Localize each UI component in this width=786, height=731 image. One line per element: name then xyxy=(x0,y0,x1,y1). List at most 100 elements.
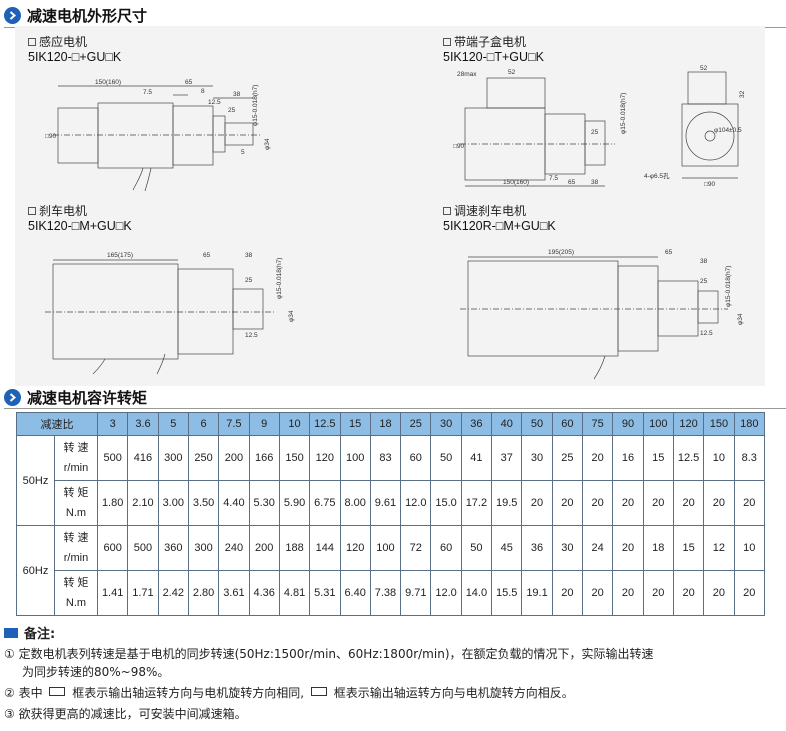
value-cell: 15 xyxy=(642,435,674,481)
value-cell: 2.80 xyxy=(187,570,220,616)
ratio-cell: 60 xyxy=(551,412,584,436)
dim-label: 38 xyxy=(233,91,241,98)
value-cell: 4.40 xyxy=(218,480,250,526)
value-cell: 20 xyxy=(551,480,584,526)
value-cell: 150 xyxy=(278,435,311,481)
value-cell: 188 xyxy=(278,525,311,571)
value-cell: 100 xyxy=(369,525,402,571)
value-cell: 6.75 xyxy=(309,480,341,526)
row-label: 转 速 xyxy=(63,532,89,544)
square-bullet-icon xyxy=(4,627,18,638)
drawing-caption-1: 感应电机 5IK120-□+GU□K xyxy=(28,35,121,65)
drawing-speed-brake-motor: 195(205) 65 38 25 12.5 φ15-0.018(h7) φ34 xyxy=(460,249,744,380)
drawing-caption-3: 刹车电机 5IK120-□M+GU□K xyxy=(28,204,132,234)
dim-label: 32 xyxy=(739,90,746,98)
dim-label: 25 xyxy=(245,277,253,284)
ratio-cell: 12.5 xyxy=(309,412,341,436)
value-cell: 41 xyxy=(460,435,493,481)
value-cell: 5.90 xyxy=(278,480,311,526)
ratio-cell: 18 xyxy=(369,412,402,436)
section-title-text: 减速电机容许转矩 xyxy=(27,388,148,407)
section-title-torque: 减速电机容许转矩 xyxy=(4,384,147,410)
ratio-cell: 5 xyxy=(157,412,189,436)
value-cell: 20 xyxy=(703,570,735,616)
ratio-cell: 30 xyxy=(430,412,462,436)
value-cell: 360 xyxy=(157,525,189,571)
drawing-caption-4: 调速刹车电机 5IK120R-□M+GU□K xyxy=(443,204,556,234)
value-cell: 500 xyxy=(96,435,129,481)
value-cell: 2.10 xyxy=(127,480,159,526)
value-cell: 25 xyxy=(551,435,584,481)
note-2-reverse: 框表示输出轴运转方向与电机旋转方向相反。 xyxy=(333,686,574,700)
value-cell: 19.1 xyxy=(521,570,553,616)
drawing-caption-2: 带端子盒电机 5IK120-□T+GU□K xyxy=(443,35,544,65)
ratio-cell: 10 xyxy=(278,412,311,436)
ratio-cell: 150 xyxy=(703,412,735,436)
dim-label: 52 xyxy=(700,65,708,72)
value-cell: 500 xyxy=(127,525,159,571)
value-cell: 120 xyxy=(309,435,341,481)
value-cell: 3.00 xyxy=(157,480,189,526)
value-cell: 9.71 xyxy=(400,570,432,616)
note-1: ① 定数电机表列转速是基于电机的同步转速(50Hz:1500r/min、60Hz… xyxy=(4,647,654,661)
value-cell: 12.5 xyxy=(672,435,705,481)
section-title-text: 减速电机外形尺寸 xyxy=(27,6,148,25)
value-cell: 8.3 xyxy=(733,435,766,481)
value-cell: 300 xyxy=(187,525,220,571)
ratio-cell: 7.5 xyxy=(218,412,250,436)
value-cell: 20 xyxy=(521,480,553,526)
ratio-cell: 9 xyxy=(248,412,280,436)
value-cell: 36 xyxy=(521,525,553,571)
ratio-cell: 180 xyxy=(733,412,766,436)
dim-label: φ34 xyxy=(737,313,744,325)
value-cell: 20 xyxy=(612,525,644,571)
drawing-model: 5IK120-□M+GU□K xyxy=(28,219,132,233)
value-cell: 1.80 xyxy=(96,480,129,526)
dim-label: 12.5 xyxy=(208,99,221,106)
value-cell: 20 xyxy=(672,570,705,616)
drawing-terminal-box-motor: 28max 52 150(160) 7.5 65 38 25 □90 φ15-0… xyxy=(453,69,627,187)
dim-label: □90 xyxy=(45,133,57,140)
value-cell: 60 xyxy=(430,525,462,571)
dim-label: 8 xyxy=(201,88,205,95)
value-cell: 19.5 xyxy=(491,480,523,526)
value-cell: 250 xyxy=(187,435,220,481)
frequency-cell: 50Hz xyxy=(16,435,55,526)
value-cell: 10 xyxy=(733,525,766,571)
value-cell: 100 xyxy=(339,435,371,481)
dim-label: 25 xyxy=(591,129,599,136)
dim-label: 4-φ6.5孔 xyxy=(644,172,670,180)
value-cell: 50 xyxy=(460,525,493,571)
dim-label: φ34 xyxy=(264,138,271,150)
ratio-cell: 36 xyxy=(460,412,493,436)
value-cell: 10 xyxy=(703,435,735,481)
ratio-cell: 3 xyxy=(96,412,129,436)
value-cell: 4.36 xyxy=(248,570,280,616)
value-cell: 50 xyxy=(430,435,462,481)
row-unit: r/min xyxy=(63,552,89,564)
notes-heading: 备注: xyxy=(4,623,784,642)
value-cell: 30 xyxy=(551,525,584,571)
dimension-drawings-panel: 感应电机 5IK120-□+GU□K 150(160) 65 7.5 8 12.… xyxy=(15,26,765,386)
dim-label: 65 xyxy=(665,249,673,256)
ratio-cell: 50 xyxy=(521,412,553,436)
dim-label: 12.5 xyxy=(245,332,258,339)
row-unit: N.m xyxy=(65,507,87,519)
value-cell: 15 xyxy=(672,525,705,571)
value-cell: 1.71 xyxy=(127,570,159,616)
note-2-prefix: ② 表中 xyxy=(4,686,43,700)
value-cell: 20 xyxy=(703,480,735,526)
value-cell: 15.5 xyxy=(491,570,523,616)
value-cell: 24 xyxy=(581,525,614,571)
value-cell: 144 xyxy=(309,525,341,571)
dim-label: 65 xyxy=(203,252,211,259)
section-title-dimensions: 减速电机外形尺寸 xyxy=(4,2,147,28)
value-cell: 83 xyxy=(369,435,402,481)
ratio-cell: 40 xyxy=(491,412,523,436)
ratio-cell: 90 xyxy=(612,412,644,436)
dim-label: 52 xyxy=(508,69,516,76)
value-cell: 240 xyxy=(218,525,250,571)
